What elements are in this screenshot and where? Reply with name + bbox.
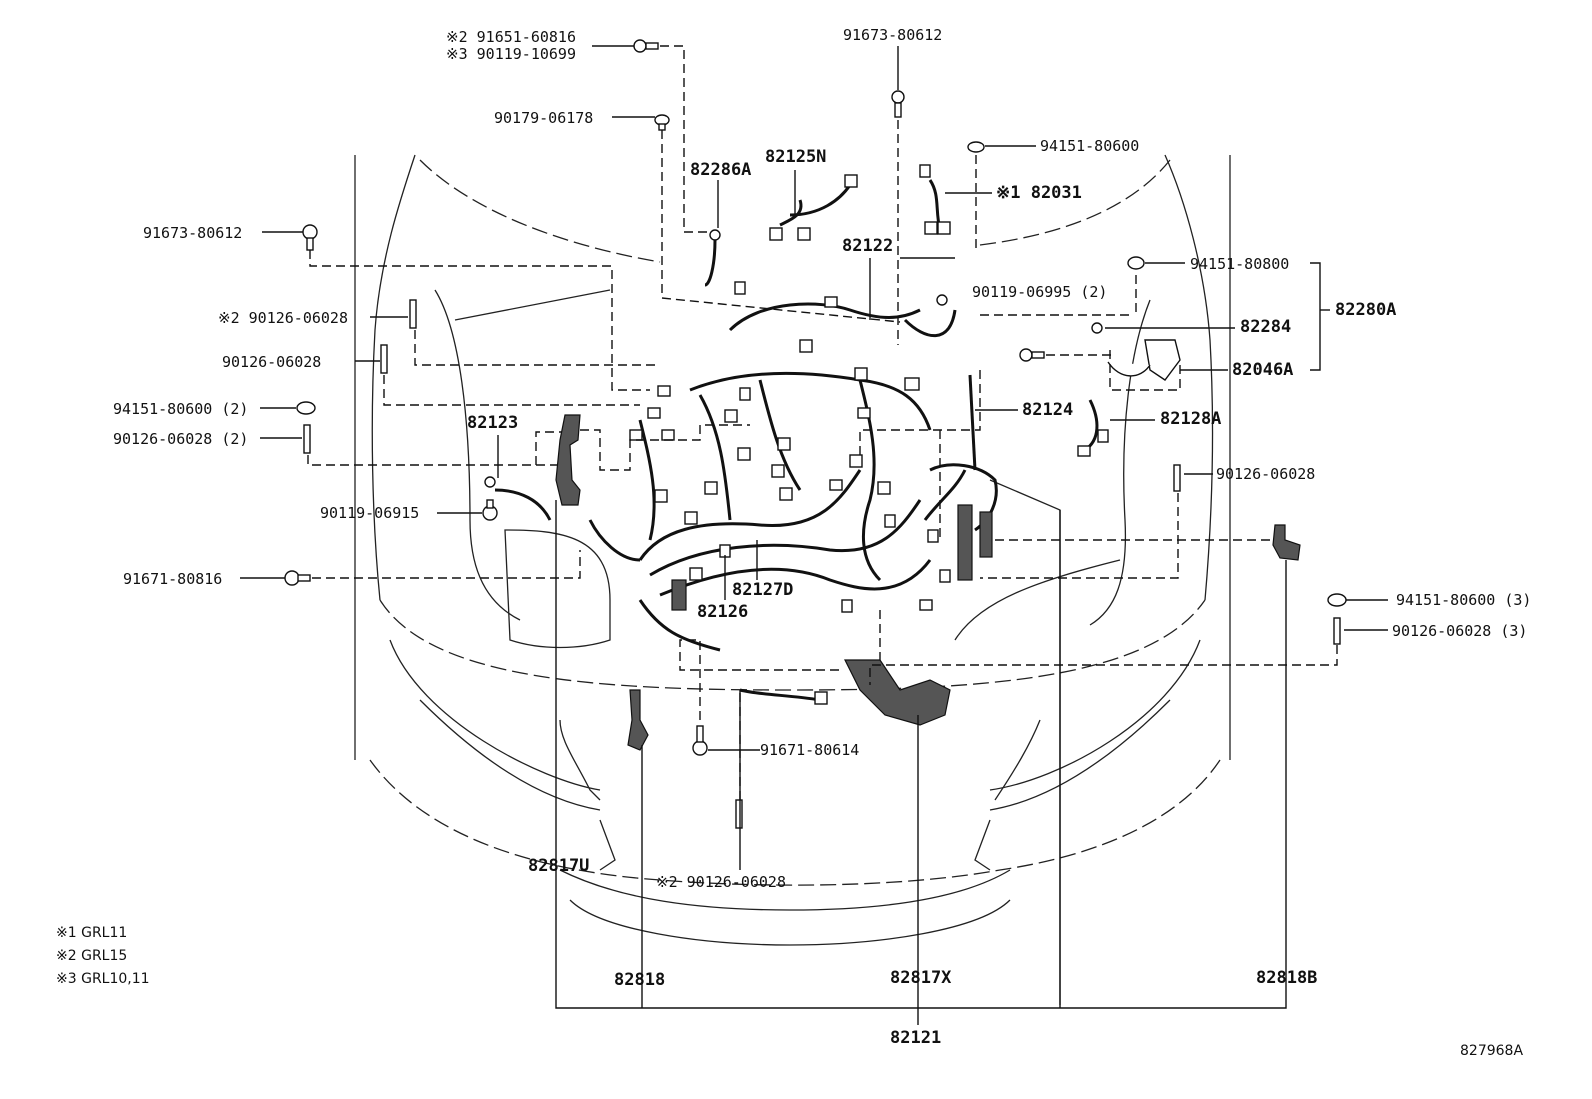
bolt-icon	[284, 570, 311, 586]
label-82127D: 82127D	[732, 580, 794, 600]
label-82046A: 82046A	[1232, 360, 1294, 380]
label-82124: 82124	[1022, 400, 1074, 420]
label-90119-10699: ※3 90119-10699	[446, 45, 576, 63]
label-90179-06178: 90179-06178	[494, 109, 594, 127]
label-94151-80600-top: 94151-80600	[1040, 137, 1140, 155]
label-90126-06028-3: 90126-06028 (3)	[1392, 622, 1528, 640]
leader-lines	[240, 45, 1388, 1025]
bolt-icon	[891, 90, 905, 118]
bracket-82818	[627, 689, 649, 751]
stud-icon	[1173, 464, 1181, 492]
label-91673-80612-top: 91673-80612	[843, 26, 943, 44]
label-82128A: 82128A	[1160, 409, 1222, 429]
bolt-icon	[633, 39, 659, 53]
cover-82817X	[844, 659, 951, 726]
label-82121: 82121	[890, 1028, 942, 1048]
brackets	[555, 414, 1301, 751]
note-2-mark: ※2	[56, 948, 77, 964]
engine-wire-harness	[484, 164, 1181, 705]
bolt-icon	[1019, 348, 1045, 362]
label-82122: 82122	[842, 236, 894, 256]
label-90126-06028-a: 90126-06028	[222, 353, 322, 371]
label-90126-06028-gr15: ※2 90126-06028	[218, 309, 348, 327]
nut-icon	[1127, 256, 1145, 270]
note-3: ※3 GRL10,11	[56, 970, 150, 988]
stud-icon	[409, 299, 417, 329]
note-2-text: GRL15	[81, 948, 128, 964]
nut-icon	[1327, 593, 1347, 607]
note-1-text: GRL11	[81, 925, 128, 941]
stud-icon	[1333, 617, 1341, 645]
label-90126-06028-bottom: ※2 90126-06028	[656, 873, 786, 891]
bracket-82817U	[555, 414, 581, 506]
label-94151-80800: 94151-80800	[1190, 255, 1290, 273]
label-82125N: 82125N	[765, 147, 827, 167]
fasteners	[284, 39, 1347, 829]
label-91673-80612-left: 91673-80612	[143, 224, 243, 242]
label-82284: 82284	[1240, 317, 1292, 337]
stud-icon	[380, 344, 388, 374]
label-82817X: 82817X	[890, 968, 952, 988]
stud-icon	[303, 424, 311, 454]
clip-icon	[654, 114, 670, 131]
bolt-icon	[302, 224, 318, 251]
label-82126: 82126	[697, 602, 749, 622]
label-90126-06028-right: 90126-06028	[1216, 465, 1316, 483]
stud-icon	[735, 799, 743, 829]
label-82817U: 82817U	[528, 856, 590, 876]
bolt-icon	[692, 725, 708, 756]
label-91651-60816: ※2 91651-60816	[446, 28, 576, 46]
note-3-mark: ※3	[56, 971, 77, 987]
label-82123: 82123	[467, 413, 519, 433]
bracket-82818B	[1272, 524, 1301, 561]
note-1-mark: ※1	[56, 925, 77, 941]
note-1: ※1 GRL11	[56, 924, 150, 942]
label-82818B: 82818B	[1256, 968, 1318, 988]
label-82818: 82818	[614, 970, 666, 990]
dashed-assembly-lines	[307, 45, 1338, 800]
label-90126-06028-2: 90126-06028 (2)	[113, 430, 249, 448]
nut-icon	[967, 141, 985, 153]
note-2: ※2 GRL15	[56, 947, 150, 965]
label-94151-80600-2: 94151-80600 (2)	[113, 400, 249, 418]
note-3-text: GRL10,11	[81, 971, 150, 987]
label-82031: ※1 82031	[996, 183, 1082, 203]
nut-icon	[296, 401, 316, 415]
label-82280A: 82280A	[1335, 300, 1397, 320]
label-90119-06995: 90119-06995 (2)	[972, 283, 1108, 301]
label-91671-80816: 91671-80816	[123, 570, 223, 588]
label-90119-06915: 90119-06915	[320, 504, 420, 522]
label-94151-80600-3: 94151-80600 (3)	[1396, 591, 1532, 609]
bolt-icon	[482, 499, 498, 521]
label-91671-80614: 91671-80614	[760, 741, 860, 759]
applicability-notes: ※1 GRL11 ※2 GRL15 ※3 GRL10,11	[56, 924, 150, 988]
figure-code: 827968A	[1460, 1043, 1524, 1059]
label-82286A: 82286A	[690, 160, 752, 180]
